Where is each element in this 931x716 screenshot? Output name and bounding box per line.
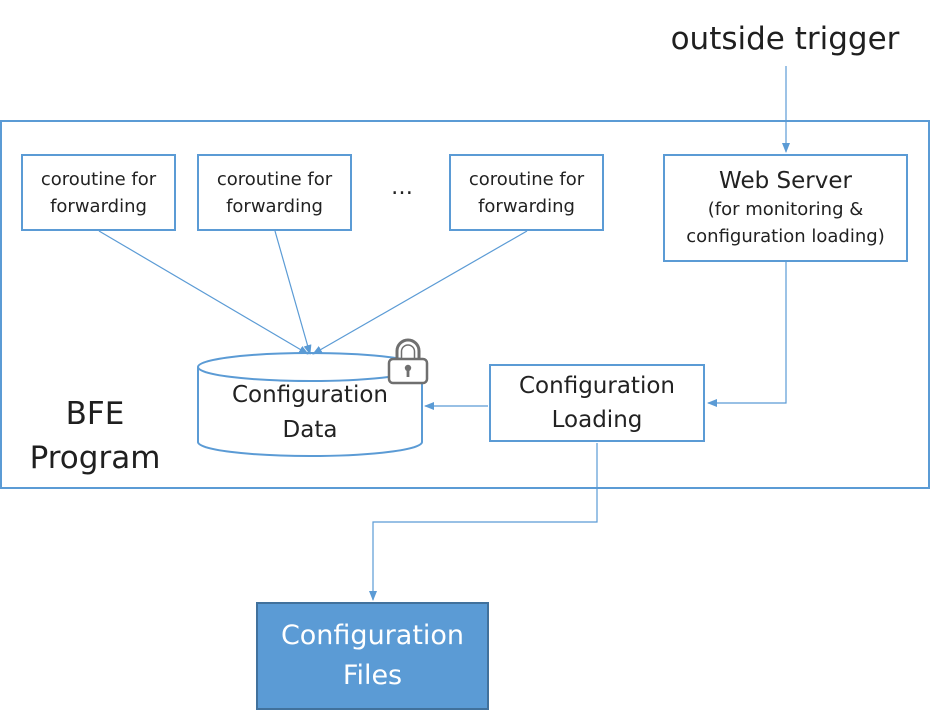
coroutine-box-1[interactable]: coroutine for forwarding [21, 154, 176, 231]
config-files-box[interactable]: Configuration Files [256, 602, 489, 710]
config-files-line1: Configuration [280, 620, 465, 651]
arrow-coroutine-2-to-data [274, 230, 312, 355]
config-data-label[interactable]: Configuration Data [200, 378, 420, 448]
outside-trigger-label: outside trigger [640, 16, 930, 62]
arrow-coroutine-1-to-data [98, 230, 309, 355]
bfe-program-frame [0, 120, 930, 489]
bfe-program-label: BFE Program [10, 392, 180, 480]
config-loading-line2: Loading [551, 407, 643, 433]
coroutine-3-line2: forwarding [478, 195, 575, 217]
coroutine-box-3[interactable]: coroutine for forwarding [449, 154, 604, 231]
coroutine-1-line1: coroutine for [40, 168, 157, 190]
lock-icon-graphic [387, 338, 429, 385]
web-server-subtitle-line2: configuration loading) [686, 226, 885, 247]
coroutine-1-line2: forwarding [50, 195, 147, 217]
config-data-line2: Data [282, 417, 338, 443]
coroutine-3-line1: coroutine for [468, 168, 585, 190]
web-server-box[interactable]: Web Server (for monitoring & configurati… [663, 154, 908, 262]
coroutine-ellipsis: … [372, 170, 432, 206]
coroutine-box-2[interactable]: coroutine for forwarding [197, 154, 352, 231]
arrow-coroutine-3-to-data [312, 230, 528, 355]
ellipsis-text: … [391, 175, 413, 200]
config-data-cylinder [197, 352, 423, 457]
config-data-line1: Configuration [232, 382, 388, 408]
coroutine-2-line1: coroutine for [216, 168, 333, 190]
config-loading-line1: Configuration [519, 373, 675, 399]
lock-icon [386, 336, 430, 386]
web-server-title: Web Server [719, 168, 852, 194]
config-files-line2: Files [342, 660, 403, 691]
arrow-loading-to-files [369, 443, 598, 601]
web-server-subtitle-line1: (for monitoring & [707, 199, 864, 220]
outside-trigger-text: outside trigger [670, 21, 900, 57]
bfe-program-line2: Program [29, 440, 161, 476]
arrow-webserver-to-loading [707, 262, 787, 407]
coroutine-2-line2: forwarding [226, 195, 323, 217]
bfe-program-line1: BFE [65, 396, 125, 432]
config-loading-box[interactable]: Configuration Loading [489, 364, 705, 442]
